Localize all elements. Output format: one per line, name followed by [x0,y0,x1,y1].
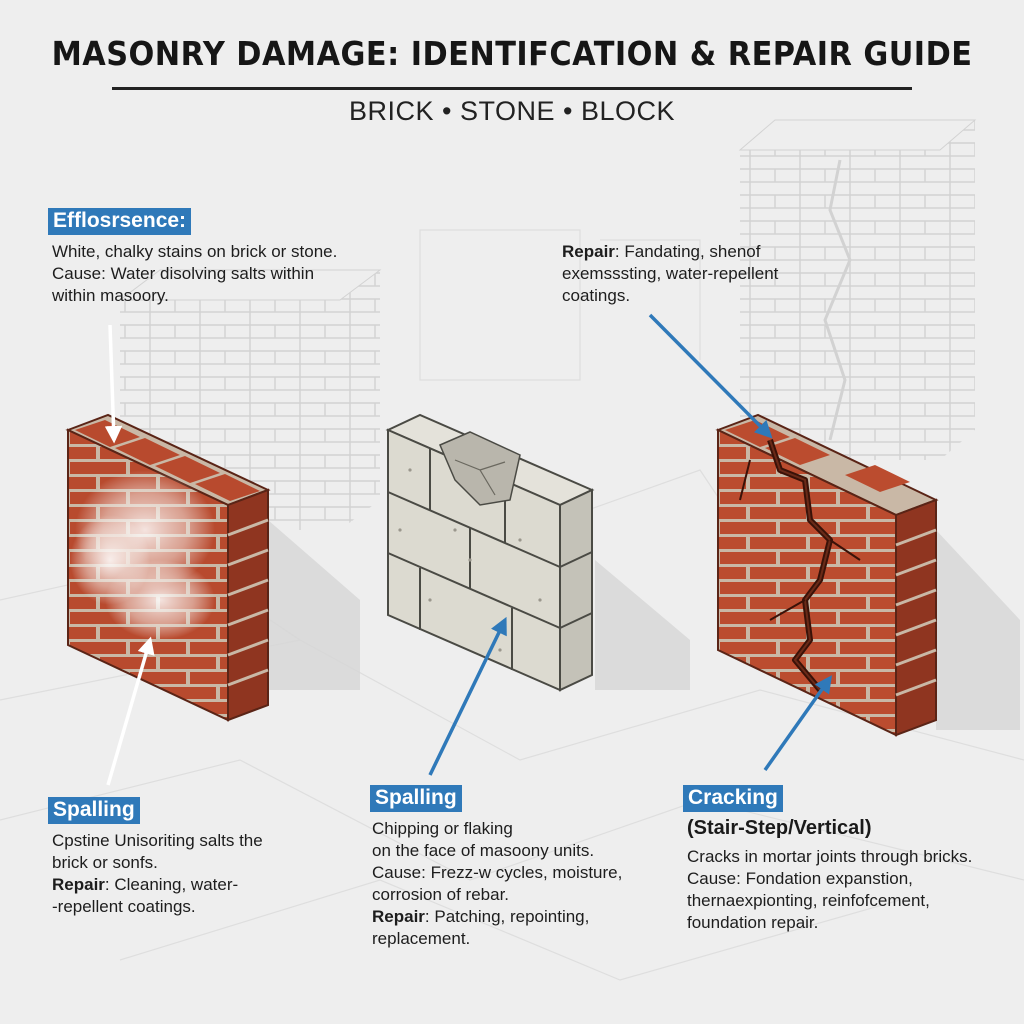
background-sketch [0,229,1024,981]
cracking-subhead: (Stair-Step/Vertical) [687,817,872,839]
cracking-line: Cause: Fondation expanstion, [687,869,913,888]
repair-top-line: coatings. [562,286,631,305]
spalled-stone-block-wall [385,413,595,692]
cracking-line: thernaexpionting, reinfofcement, [687,891,930,910]
efflorescence-line: White, chalky stains on brick or stone. [52,242,338,261]
arrow-spalling-middle [428,616,507,776]
spalling-middle-line: Cause: Frezz-w cycles, moisture, [372,863,623,882]
efflorescence-line: within masoory. [52,286,169,305]
wall-shadow-left [268,520,360,690]
spalling-middle-line: : Patching, repointing, [424,907,590,926]
arrow-spalling-left [106,636,155,786]
spalling-left-line: brick or sonfs. [52,853,158,872]
page-subtitle: BRICK • STONE • BLOCK [349,96,675,126]
page-title: MASONRY DAMAGE: IDENTIFCATION & REPAIR G… [51,34,973,73]
spalling-left-repair-label: Repair [52,875,105,894]
spalling-middle-line: replacement. [372,929,471,948]
wall-shadow-middle [595,560,690,690]
repair-top-line: : Fandating, shenof [614,242,761,261]
spalling-left-text: Cpstine Unisoriting salts the brick or s… [52,830,263,918]
repair-top-text: Repair: Fandating, shenof exemsssting, w… [562,241,778,307]
repair-top-line: exemsssting, water-repellent [562,264,779,283]
repair-top-label: Repair [562,242,615,261]
arrow-repair-top [648,313,773,439]
spalling-left-line: -repellent coatings. [52,897,196,916]
efflorescence-line: Cause: Water disolving salts within [52,264,315,283]
spalling-left-line: : Cleaning, water- [104,875,239,894]
efflorescence-brick-wall [65,413,271,722]
spalling-middle-line: Chipping or flaking [372,819,513,838]
cracking-line: Cracks in mortar joints through bricks. [687,847,973,866]
arrow-efflorescence-top [104,324,123,444]
spalling-left-label: Spalling [48,797,140,824]
spalling-middle-repair-label: Repair [372,907,425,926]
spalling-middle-line: on the face of masoony units. [372,841,595,860]
ghost-wall-right [738,119,977,460]
spalling-middle-text: Chipping or flaking on the face of masoo… [372,818,622,950]
cracked-brick-wall [715,413,939,737]
efflorescence-text: White, chalky stains on brick or stone. … [52,241,337,307]
cracking-line: foundation repair. [687,913,819,932]
spalling-middle-line: corrosion of rebar. [372,885,510,904]
spalling-left-line: Cpstine Unisoriting salts the [52,831,263,850]
efflorescence-label: Efflosrsence: [48,208,192,235]
spalling-middle-label: Spalling [370,785,462,812]
cracking-text: Cracks in mortar joints through bricks. … [687,846,972,934]
title-underline [112,87,912,90]
cracking-label: Cracking [683,785,783,812]
wall-shadow-right [936,530,1020,730]
arrow-cracking [763,675,833,772]
